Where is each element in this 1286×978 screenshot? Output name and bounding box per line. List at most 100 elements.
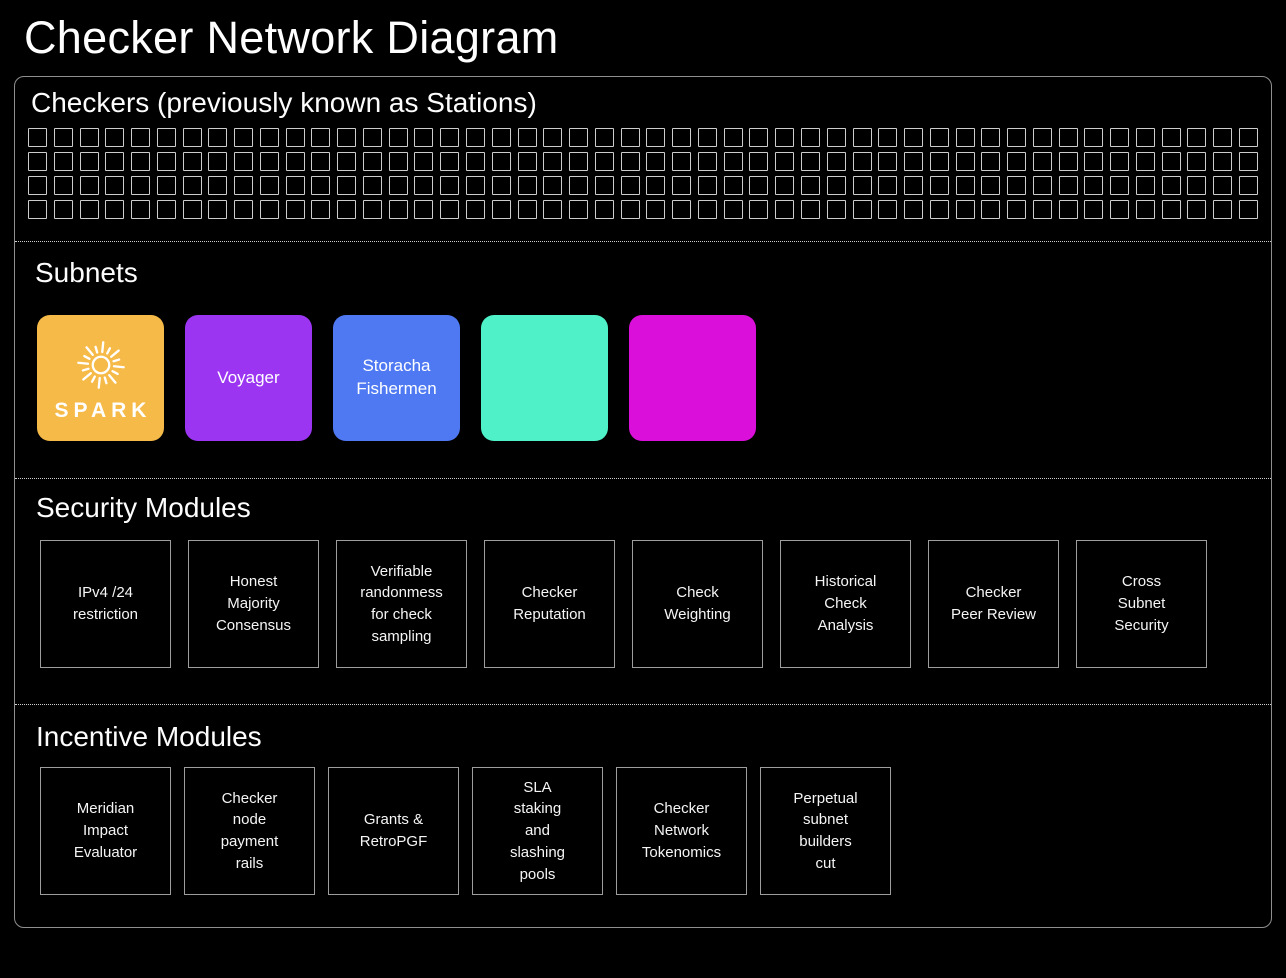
- checker-node: [1110, 200, 1130, 219]
- checker-node: [414, 128, 434, 147]
- checker-node: [1213, 200, 1233, 219]
- section-checkers: Checkers (previously known as Stations): [15, 77, 1271, 241]
- checker-node: [311, 128, 331, 147]
- checker-node: [904, 176, 924, 195]
- checker-node: [1084, 152, 1104, 171]
- checker-node: [1238, 176, 1258, 195]
- checker-node: [208, 200, 228, 219]
- checker-node: [1135, 128, 1155, 147]
- checker-node: [156, 128, 176, 147]
- sun-icon: [76, 341, 125, 389]
- checker-node: [800, 200, 820, 219]
- checker-node: [28, 176, 47, 195]
- checker-node: [337, 128, 357, 147]
- checker-node: [28, 200, 47, 219]
- checker-node: [697, 176, 717, 195]
- checker-node: [1007, 128, 1027, 147]
- checker-node: [285, 176, 305, 195]
- checker-node: [543, 152, 563, 171]
- checker-node: [1161, 128, 1181, 147]
- checker-node: [723, 176, 743, 195]
- checker-node: [981, 152, 1001, 171]
- checker-node: [929, 152, 949, 171]
- checker-node: [337, 152, 357, 171]
- checker-node: [723, 200, 743, 219]
- checker-node: [775, 128, 795, 147]
- checker-node: [234, 200, 254, 219]
- checker-node: [362, 152, 382, 171]
- checker-node: [569, 128, 589, 147]
- checker-node: [1187, 152, 1207, 171]
- checker-node: [466, 200, 486, 219]
- checker-node: [852, 176, 872, 195]
- checker-node: [620, 128, 640, 147]
- checker-node: [775, 152, 795, 171]
- checker-node: [414, 152, 434, 171]
- incentive-module-box: Checker node payment rails: [184, 767, 315, 895]
- checker-node: [1238, 200, 1258, 219]
- checker-node: [28, 152, 47, 171]
- checker-node: [208, 176, 228, 195]
- checker-node: [569, 200, 589, 219]
- security-module-box: Cross Subnet Security: [1076, 540, 1207, 668]
- checker-node: [362, 128, 382, 147]
- checker-node: [852, 152, 872, 171]
- checker-row: [28, 152, 1258, 171]
- checker-node: [1007, 152, 1027, 171]
- subnet-tile-storacha-fishermen: Storacha Fishermen: [333, 315, 460, 441]
- checker-node: [800, 152, 820, 171]
- checker-node: [466, 128, 486, 147]
- subnet-tile-label: Voyager: [217, 367, 280, 387]
- checker-node: [775, 176, 795, 195]
- checker-node: [981, 128, 1001, 147]
- checker-node: [105, 128, 125, 147]
- checker-node: [234, 128, 254, 147]
- checker-node: [131, 200, 151, 219]
- checker-node: [1032, 200, 1052, 219]
- subnet-tile-unnamed-teal: [481, 315, 608, 441]
- checker-node: [826, 152, 846, 171]
- checker-row: [28, 128, 1258, 147]
- checker-node: [672, 128, 692, 147]
- checker-node: [208, 152, 228, 171]
- checker-node: [156, 176, 176, 195]
- checker-node: [594, 152, 614, 171]
- checker-node: [620, 176, 640, 195]
- checker-node: [311, 176, 331, 195]
- checker-node: [1084, 200, 1104, 219]
- checker-node: [775, 200, 795, 219]
- checker-node: [904, 200, 924, 219]
- checker-node: [1058, 152, 1078, 171]
- checker-node: [156, 152, 176, 171]
- checker-node: [594, 176, 614, 195]
- checker-node: [491, 128, 511, 147]
- incentive-module-label: Grants & RetroPGF: [359, 811, 428, 850]
- checker-node: [234, 152, 254, 171]
- security-module-label: Historical Check Analysis: [814, 573, 877, 634]
- checker-node: [311, 200, 331, 219]
- checker-node: [131, 176, 151, 195]
- checker-node: [1187, 200, 1207, 219]
- checker-node: [646, 152, 666, 171]
- page-title: Checker Network Diagram: [24, 12, 559, 63]
- checker-node: [517, 128, 537, 147]
- checker-node: [749, 176, 769, 195]
- checker-node: [53, 200, 73, 219]
- security-module-box: Checker Reputation: [484, 540, 615, 668]
- checker-node: [337, 176, 357, 195]
- checker-node: [414, 176, 434, 195]
- checker-node: [182, 152, 202, 171]
- incentive-module-label: Checker node payment rails: [220, 789, 279, 872]
- security-module-box: Historical Check Analysis: [780, 540, 911, 668]
- diagram-container: Checkers (previously known as Stations) …: [14, 76, 1272, 928]
- checker-node: [826, 176, 846, 195]
- checker-node: [388, 200, 408, 219]
- checker-node: [28, 128, 47, 147]
- checker-node: [852, 200, 872, 219]
- checker-node: [1007, 200, 1027, 219]
- checker-node: [646, 176, 666, 195]
- checker-node: [259, 128, 279, 147]
- incentive-module-box: Perpetual subnet builders cut: [760, 767, 891, 895]
- checker-node: [1007, 176, 1027, 195]
